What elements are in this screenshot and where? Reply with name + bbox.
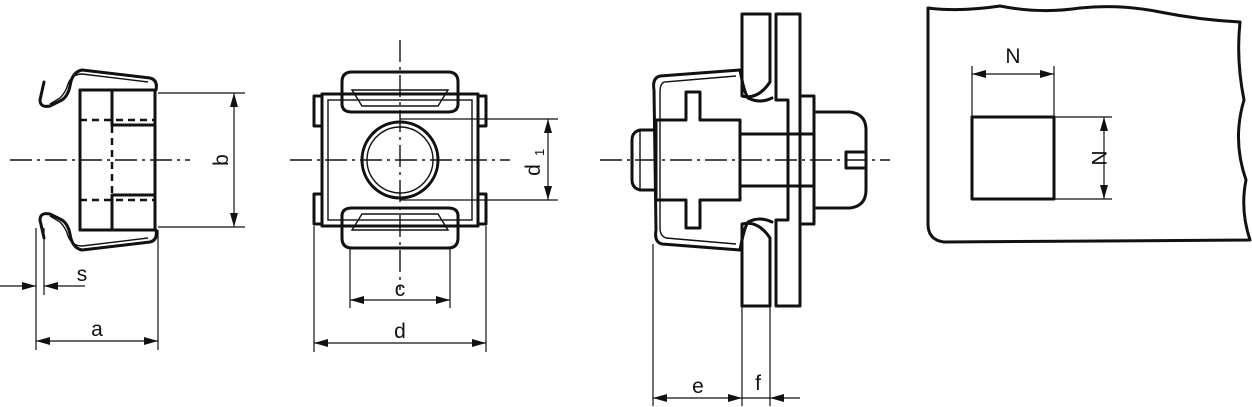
cage-clip-bottom: [38, 212, 158, 252]
label-d: d: [394, 320, 406, 343]
dimension-c: c: [349, 248, 451, 308]
label-N-top: N: [1005, 45, 1020, 68]
screw-tip: [630, 128, 658, 192]
panel-section-top: [740, 12, 772, 99]
front-view: [290, 40, 510, 290]
panel-section-bottom: [740, 221, 772, 308]
dimension-d1: d 1: [400, 118, 558, 201]
label-f: f: [755, 372, 761, 395]
label-e: e: [692, 375, 704, 398]
cage-clip-top: [38, 68, 158, 108]
spring-wing-bottom: [340, 206, 460, 250]
label-d1-subscript: 1: [532, 149, 547, 156]
dimension-f: f: [742, 306, 800, 406]
side-view: [10, 68, 190, 252]
label-c: c: [395, 278, 406, 301]
dimension-N-side: N: [1054, 116, 1112, 200]
dimension-e: e: [652, 244, 743, 406]
label-b: b: [210, 154, 233, 166]
panel-outline: [926, 4, 1252, 244]
dimension-b: b: [158, 92, 245, 228]
cage-outline: [320, 92, 480, 228]
label-N-side: N: [1087, 150, 1110, 165]
screw-slot: [844, 150, 868, 170]
label-s: s: [77, 263, 88, 286]
dimension-s: s: [0, 228, 87, 295]
installed-section-view: [600, 12, 890, 308]
screw-head: [812, 110, 868, 210]
spring-wing-top: [340, 70, 460, 114]
dimension-N-top: N: [971, 45, 1055, 117]
installed-cage: [652, 68, 742, 252]
installed-nut: [654, 90, 742, 230]
label-a: a: [91, 318, 103, 341]
panel-cutout-view: [926, 4, 1252, 244]
dimension-a: a: [35, 230, 159, 350]
square-cutout: [970, 115, 1056, 201]
dimension-d: d: [313, 226, 487, 352]
thread-hole: [360, 120, 440, 200]
label-d1: d: [522, 164, 545, 176]
